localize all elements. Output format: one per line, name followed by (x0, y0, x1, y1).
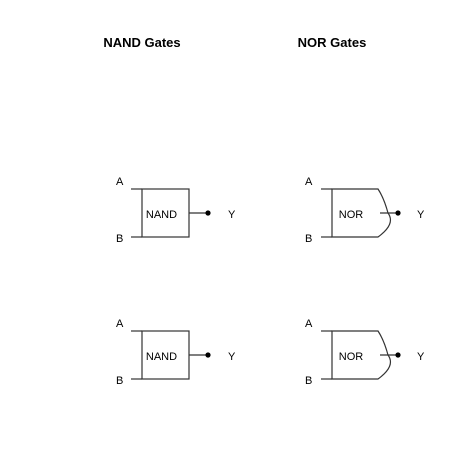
input-b-label: B (116, 233, 123, 245)
input-b-label: B (305, 233, 312, 245)
nand-column-title: NAND Gates (103, 35, 180, 50)
output-bubble (395, 352, 401, 358)
input-b-label: B (305, 375, 312, 387)
output-y-label: Y (228, 351, 236, 363)
nand-gate-1: A B NAND Y (116, 176, 236, 245)
input-b-label: B (116, 375, 123, 387)
nand-gate-2: A B NAND Y (116, 318, 236, 387)
input-a-label: A (305, 318, 313, 330)
input-a-label: A (116, 176, 124, 188)
nor-column-title: NOR Gates (298, 35, 367, 50)
input-a-label: A (305, 176, 313, 188)
gate-label: NAND (146, 209, 177, 221)
gate-label: NOR (339, 209, 364, 221)
input-a-label: A (116, 318, 124, 330)
gate-label: NAND (146, 351, 177, 363)
nor-gate-1: A B NOR Y (305, 176, 425, 245)
output-bubble (205, 352, 211, 358)
output-bubble (205, 210, 211, 216)
output-y-label: Y (417, 351, 425, 363)
output-bubble (395, 210, 401, 216)
output-y-label: Y (417, 209, 425, 221)
nor-gate-2: A B NOR Y (305, 318, 425, 387)
gate-label: NOR (339, 351, 364, 363)
output-y-label: Y (228, 209, 236, 221)
